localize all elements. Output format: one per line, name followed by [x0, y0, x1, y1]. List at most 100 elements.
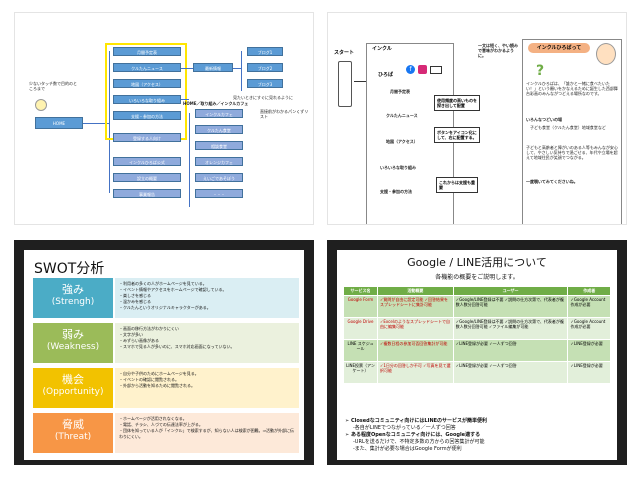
- node-more: ・・・: [195, 189, 243, 198]
- swot-item: ・みずらい画像がある: [119, 338, 159, 343]
- bullet-closed-detail: -各自がLINEでつながっている／一人ずつ回答: [353, 425, 456, 431]
- swot-row: 機会 (Opportunity) ・自分や子供のためにホームページを見る。・イベ…: [33, 368, 299, 408]
- node-blog3: ブログ3: [247, 79, 283, 88]
- swot-label: 脅威 (Threat): [33, 413, 113, 453]
- note-right2: 直接前がわかるパンくずリスト: [260, 109, 309, 119]
- body-heading: いろんなつどいの場: [526, 117, 562, 122]
- slide-sitemap[interactable]: 少ないタッチ数で目的のところまで HOME 月間予定表 クルたんニュース 地図（…: [14, 12, 314, 225]
- node-official: インクルひろば公式: [113, 157, 181, 166]
- table-header: 作成者: [567, 286, 611, 296]
- swot-item: ・スマホで見る人が多いのに、スマホ対応画面になっていない。: [119, 344, 235, 349]
- left-note: 少ないタッチ数で目的のところまで: [29, 81, 77, 91]
- swot-label: 強み (Strengh): [33, 278, 113, 318]
- body-intro: インクルひろばは、「誰かと一緒に食べたいたい！」という願いをかなえるために誕生し…: [526, 81, 618, 96]
- slide-mobile-mock[interactable]: スタート インクル ひろば f 月間予定表 クルたんニュース 地図（アクセス） …: [327, 12, 627, 225]
- node-latest: 最新情報: [193, 63, 233, 72]
- swot-label-jp: 機会: [62, 373, 84, 386]
- phone-icon: [338, 61, 352, 107]
- service-user: ✓Google/LINE登録は不要 ✓説問の仕方次第で、代表者が複数人数分回答可…: [452, 317, 569, 340]
- swot-label-jp: 脅威: [62, 418, 84, 431]
- service-user: ✓LINE登録が必要 ✓一人ずつ回答: [452, 361, 569, 384]
- swot-item: ・文字が多い: [119, 332, 143, 337]
- menu-support[interactable]: 支援・参加の方法: [380, 189, 412, 194]
- node-blog1: ブログ1: [247, 47, 283, 56]
- swot-label: 弱み (Weakness): [33, 323, 113, 363]
- service-name: LINE投票（アンケート）: [343, 361, 378, 384]
- question-icon: ?: [536, 63, 545, 79]
- facebook-icon[interactable]: f: [406, 65, 415, 74]
- callout-frequency: 使用頻度の高いものを探き出して配置: [434, 95, 480, 111]
- banner: インクルひろばって: [528, 43, 590, 53]
- node-report: 事業報告: [113, 189, 181, 198]
- swot-desc: ・利用者の多くの人がホームページを見ている。・イベント情報やアクセスをホームペー…: [115, 278, 299, 318]
- swot-item: ・ホームページが活用されなくなる。: [119, 416, 187, 421]
- node-calendar: 月間予定表: [113, 47, 181, 56]
- service-creator: ✓Google Account作成が必要: [567, 317, 611, 340]
- node-cafe: インクルカフェ: [195, 109, 243, 118]
- gl-title: Google / LINE活用について: [407, 256, 547, 269]
- bullet-open-detail2: -また、集計が必要な場合はGoogle Formが便利: [353, 446, 462, 452]
- node-support: 支援・参加の方法: [113, 111, 181, 120]
- swot-row: 弱み (Weakness) ・画面の移行方法がわかりにくい・文字が多い・みずらい…: [33, 323, 299, 363]
- instagram-icon[interactable]: [418, 65, 427, 74]
- breadcrumb: HOME／取り組み／インクルカフェ: [183, 101, 249, 106]
- start-label: スタート: [334, 50, 355, 56]
- gl-summary: ➢ Closedなコミュニティ向けにはLINEのサービスが簡単便利 -各自がLI…: [345, 418, 613, 453]
- menu-map[interactable]: 地図（アクセス）: [386, 139, 418, 144]
- table-row: LINE スケジュール ✓複数日程の参加可否回答集計が可能 ✓LINE登録が必要…: [343, 339, 611, 362]
- node-blog2: ブログ2: [247, 63, 283, 72]
- swot-item: ・イベント情報やアクセスをホームページで確認している。: [119, 287, 227, 292]
- swot-item: ・温かみを感じる: [119, 299, 151, 304]
- table-row: Google Form ✓質問が自由に設定可能 ✓回答結果をスプレッドシートに集…: [343, 295, 611, 318]
- slide-google-line[interactable]: Google / LINE活用について 各機能の概要をご説明します。 サービス名…: [327, 240, 627, 465]
- node-news: クルたんニュース: [113, 63, 181, 72]
- service-table: サービス名 活動概要 ユーザー 作成者 Google Form ✓質問が自由に設…: [343, 286, 611, 384]
- swot-item: ・団体を知っている人が「インクル」で検索するが、知らない人は検索が困難。⇒活動が…: [119, 428, 294, 439]
- girl-icon: [596, 43, 616, 65]
- slide-swot[interactable]: SWOT分析 強み (Strengh) ・利用者の多くの人がホームページを見てい…: [14, 240, 314, 465]
- home-node: HOME: [35, 117, 83, 129]
- top-note: 一文は短く、やい読みで意味がわかるように。: [478, 43, 518, 58]
- mail-icon[interactable]: [430, 66, 442, 74]
- node-orange: オレンジカフェ: [195, 157, 243, 166]
- body-desc: 子どもと高齢者と障がいのある人等もみんなが安心して、やさしい気持ちで過ごせる、年…: [526, 145, 618, 160]
- body-cta: 一度覗いてみてくださいね。: [526, 179, 578, 184]
- mascot-icon: [35, 99, 47, 111]
- swot-label-jp: 弱み: [62, 328, 84, 341]
- node-activities: いろいろな取り組み: [113, 95, 181, 104]
- swot-item: ・画面の移行方法がわかりにくい: [119, 326, 179, 331]
- node-english: えいごであそぼう: [195, 173, 243, 182]
- logo-line2: ひろば: [378, 72, 394, 78]
- service-overview: ✓複数日程の参加可否回答集計が可能: [377, 339, 454, 362]
- service-creator: ✓LINE登録が必要: [567, 339, 611, 362]
- swot-desc: ・画面の移行方法がわかりにくい・文字が多い・みずらい画像がある・スマホで見る人が…: [115, 323, 299, 363]
- swot-item: ・イベントの確認に閲覧される。: [119, 377, 179, 382]
- table-header: ユーザー: [452, 286, 569, 296]
- table-row: Google Drive ✓Excelのようなスプレッドシートで自由に編集可能 …: [343, 317, 611, 340]
- note-right1: 見たいときにすぐに見れるように: [233, 95, 294, 100]
- bullet-closed: Closedなコミュニティ向けにはLINEのサービスが簡単便利: [350, 418, 488, 424]
- menu-news[interactable]: クルたんニュース: [386, 113, 418, 118]
- node-register: 登録する人向け: [113, 133, 181, 142]
- menu-calendar[interactable]: 月間予定表: [390, 89, 410, 94]
- table-header: サービス名: [343, 286, 378, 296]
- service-overview: ✓1日分の回答しか不可 ✓写真を見て選択可能: [377, 361, 454, 384]
- swot-label-en: (Opportunity): [42, 387, 104, 397]
- node-map: 地図（アクセス）: [113, 79, 181, 88]
- service-user: ✓Google/LINE登録は不要 ✓説問の仕方次第で、代表者が複数人数分回答可…: [452, 295, 569, 318]
- content-frame: [522, 39, 622, 224]
- swot-item: ・楽しさを感じる: [119, 293, 151, 298]
- table-header: 活動概要: [377, 286, 454, 296]
- callout-icons: ボタンをアイコン化にして、右に配置する。: [434, 127, 480, 143]
- swot-label-en: (Strengh): [51, 297, 95, 307]
- callout-support: これからは支援も重要: [436, 177, 478, 193]
- swot-item: ・自分や子供のためにホームページを見る。: [119, 371, 199, 376]
- swot-label: 機会 (Opportunity): [33, 368, 113, 408]
- bullet-open: ある程度Openなコミュニティ向けには、Google適する: [350, 432, 481, 438]
- service-creator: ✓LINE登録が必要: [567, 361, 611, 384]
- swot-row: 強み (Strengh) ・利用者の多くの人がホームページを見ている。・イベント…: [33, 278, 299, 318]
- gl-subtitle: 各機能の概要をご説明します。: [435, 274, 519, 281]
- body-examples: 子ども食堂（クルたん食堂）地域食堂など: [530, 125, 606, 130]
- service-name: Google Drive: [343, 317, 378, 340]
- menu-activities[interactable]: いろいろな取り組み: [380, 165, 416, 170]
